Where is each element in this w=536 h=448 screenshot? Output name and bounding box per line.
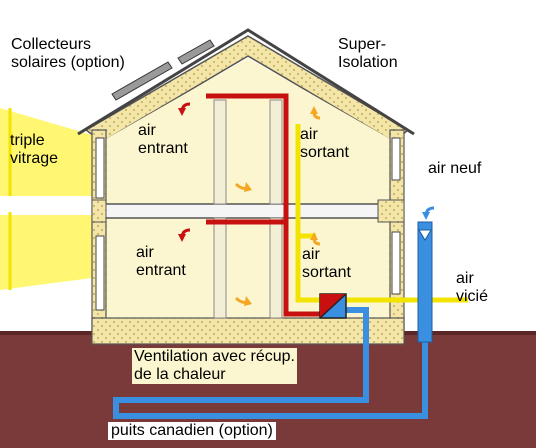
sunlight-beam-lower [0, 215, 92, 290]
air-out-upper-label: air sortant [300, 126, 349, 161]
triple-glazing-window-upper [95, 137, 105, 199]
triple-glazing-window-lower [95, 235, 105, 311]
air-in-upper-label: air entrant [138, 122, 188, 157]
super-insulation-label: Super- Isolation [338, 36, 398, 71]
air-in-lower-label: air entrant [136, 244, 186, 279]
solar-collector-panels [111, 39, 215, 101]
sunlight-beam-upper [0, 108, 92, 196]
air-flow-arrows [178, 102, 435, 306]
fresh-air-intake-pipe [417, 221, 433, 343]
air-out-lower-label: air sortant [302, 246, 351, 281]
ventilation-label: Ventilation avec récup. de la chaleur [132, 348, 297, 384]
fresh-air-duct [113, 232, 428, 419]
floor-insulation [91, 317, 405, 345]
heat-recovery-exchanger [319, 293, 347, 319]
fresh-air-label: air neuf [428, 160, 482, 177]
triple-glazing-label: triple vitrage [10, 132, 59, 167]
stale-air-label: air vicié [456, 270, 489, 305]
house-interior [104, 58, 392, 330]
solar-collectors-label: Collecteurs solaires (option) [11, 36, 125, 71]
warm-air-supply-duct [206, 93, 320, 317]
middle-floor-slab [103, 203, 387, 219]
canadian-well-label: puits canadien (option) [108, 422, 276, 440]
